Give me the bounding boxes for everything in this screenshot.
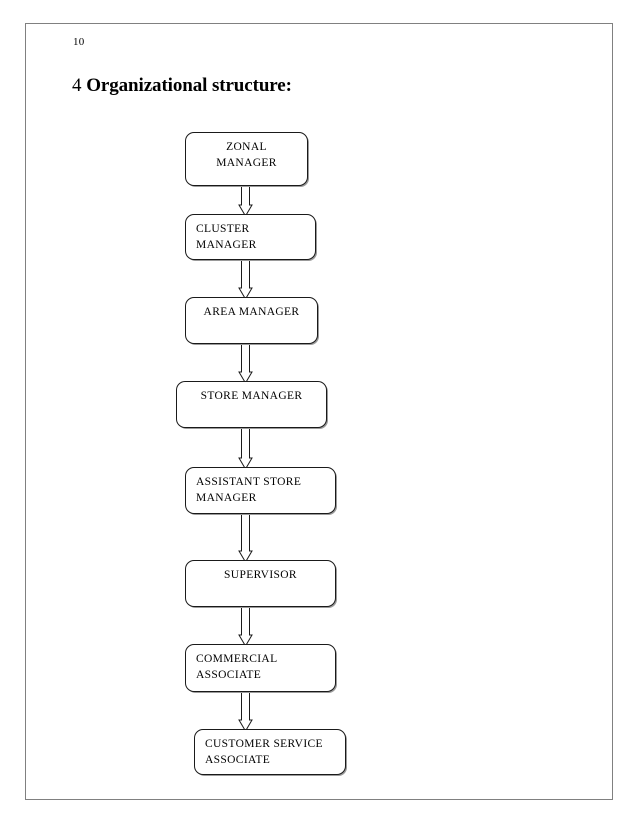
node-label: ZONAL MANAGER [216, 141, 277, 169]
document-page-sheet: 10 4 Organizational structure: ZONAL MAN… [25, 23, 613, 800]
heading-title: Organizational structure: [86, 75, 292, 96]
connector-arrow [237, 506, 253, 563]
node-label: STORE MANAGER [200, 390, 303, 402]
heading-number: 4 [72, 75, 82, 96]
node-commercial-associate[interactable]: COMMERCIAL ASSOCIATE [185, 644, 336, 692]
node-store-manager[interactable]: STORE MANAGER [176, 381, 327, 428]
node-label: ASSISTANT STORE MANAGER [196, 476, 302, 504]
node-assistant-store-manager[interactable]: ASSISTANT STORE MANAGER [185, 467, 336, 514]
node-customer-service-associate[interactable]: CUSTOMER SERVICE ASSOCIATE [194, 729, 346, 775]
node-label: AREA MANAGER [203, 306, 300, 318]
node-label: CUSTOMER SERVICE ASSOCIATE [205, 738, 323, 766]
node-label: SUPERVISOR [224, 569, 297, 581]
node-cluster-manager[interactable]: CLUSTER MANAGER [185, 214, 316, 260]
page-number: 10 [73, 36, 85, 48]
org-chart-flowchart: ZONAL MANAGER CLUSTER MANAGER AREA MANAGER… [26, 24, 614, 801]
node-zonal-manager[interactable]: ZONAL MANAGER [185, 132, 308, 186]
node-label: CLUSTER MANAGER [196, 223, 257, 251]
node-supervisor[interactable]: SUPERVISOR [185, 560, 336, 607]
page-heading: 4 Organizational structure: [72, 74, 292, 97]
node-area-manager[interactable]: AREA MANAGER [185, 297, 318, 344]
node-label: COMMERCIAL ASSOCIATE [196, 653, 278, 681]
